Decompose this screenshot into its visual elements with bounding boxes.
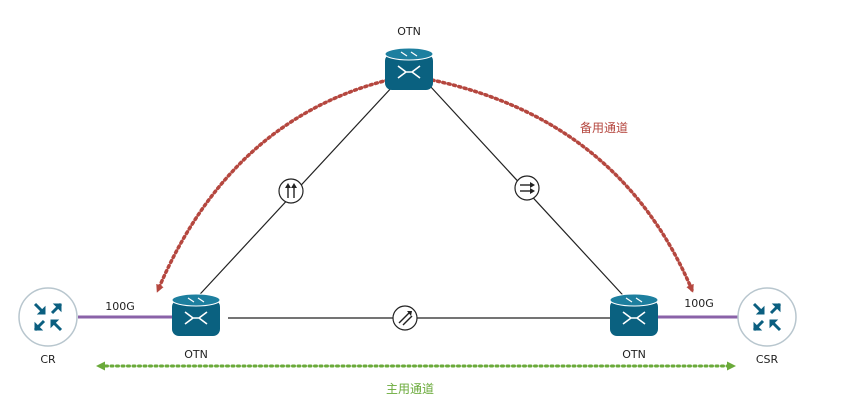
double-up-arrow-icon bbox=[278, 178, 304, 204]
otn-left-label: OTN bbox=[184, 348, 208, 361]
router-arrows-icon bbox=[737, 287, 797, 347]
diagonal-arrow-icon bbox=[392, 305, 418, 331]
double-right-arrow-icon bbox=[514, 175, 540, 201]
csr-router[interactable] bbox=[737, 287, 797, 347]
otn-top-device[interactable] bbox=[384, 47, 434, 90]
otn-left-device[interactable] bbox=[171, 293, 221, 336]
otn-right-label: OTN bbox=[622, 348, 646, 361]
otn-right-device[interactable] bbox=[609, 293, 659, 336]
otn-cross-connect-icon bbox=[384, 47, 434, 90]
cr-router[interactable] bbox=[18, 287, 78, 347]
cr-label: CR bbox=[40, 353, 56, 366]
router-arrows-icon bbox=[18, 287, 78, 347]
otn-top-label: OTN bbox=[397, 25, 421, 38]
backup-path-label: 备用通道 bbox=[580, 121, 628, 135]
csr-label: CSR bbox=[756, 353, 779, 366]
link-cr-otn-left-label: 100G bbox=[105, 300, 135, 313]
otn-cross-connect-icon bbox=[171, 293, 221, 336]
otn-cross-connect-icon bbox=[609, 293, 659, 336]
primary-path-label: 主用通道 bbox=[386, 382, 434, 396]
backup-path bbox=[156, 78, 694, 293]
link-otn-right-csr-label: 100G bbox=[684, 297, 714, 310]
